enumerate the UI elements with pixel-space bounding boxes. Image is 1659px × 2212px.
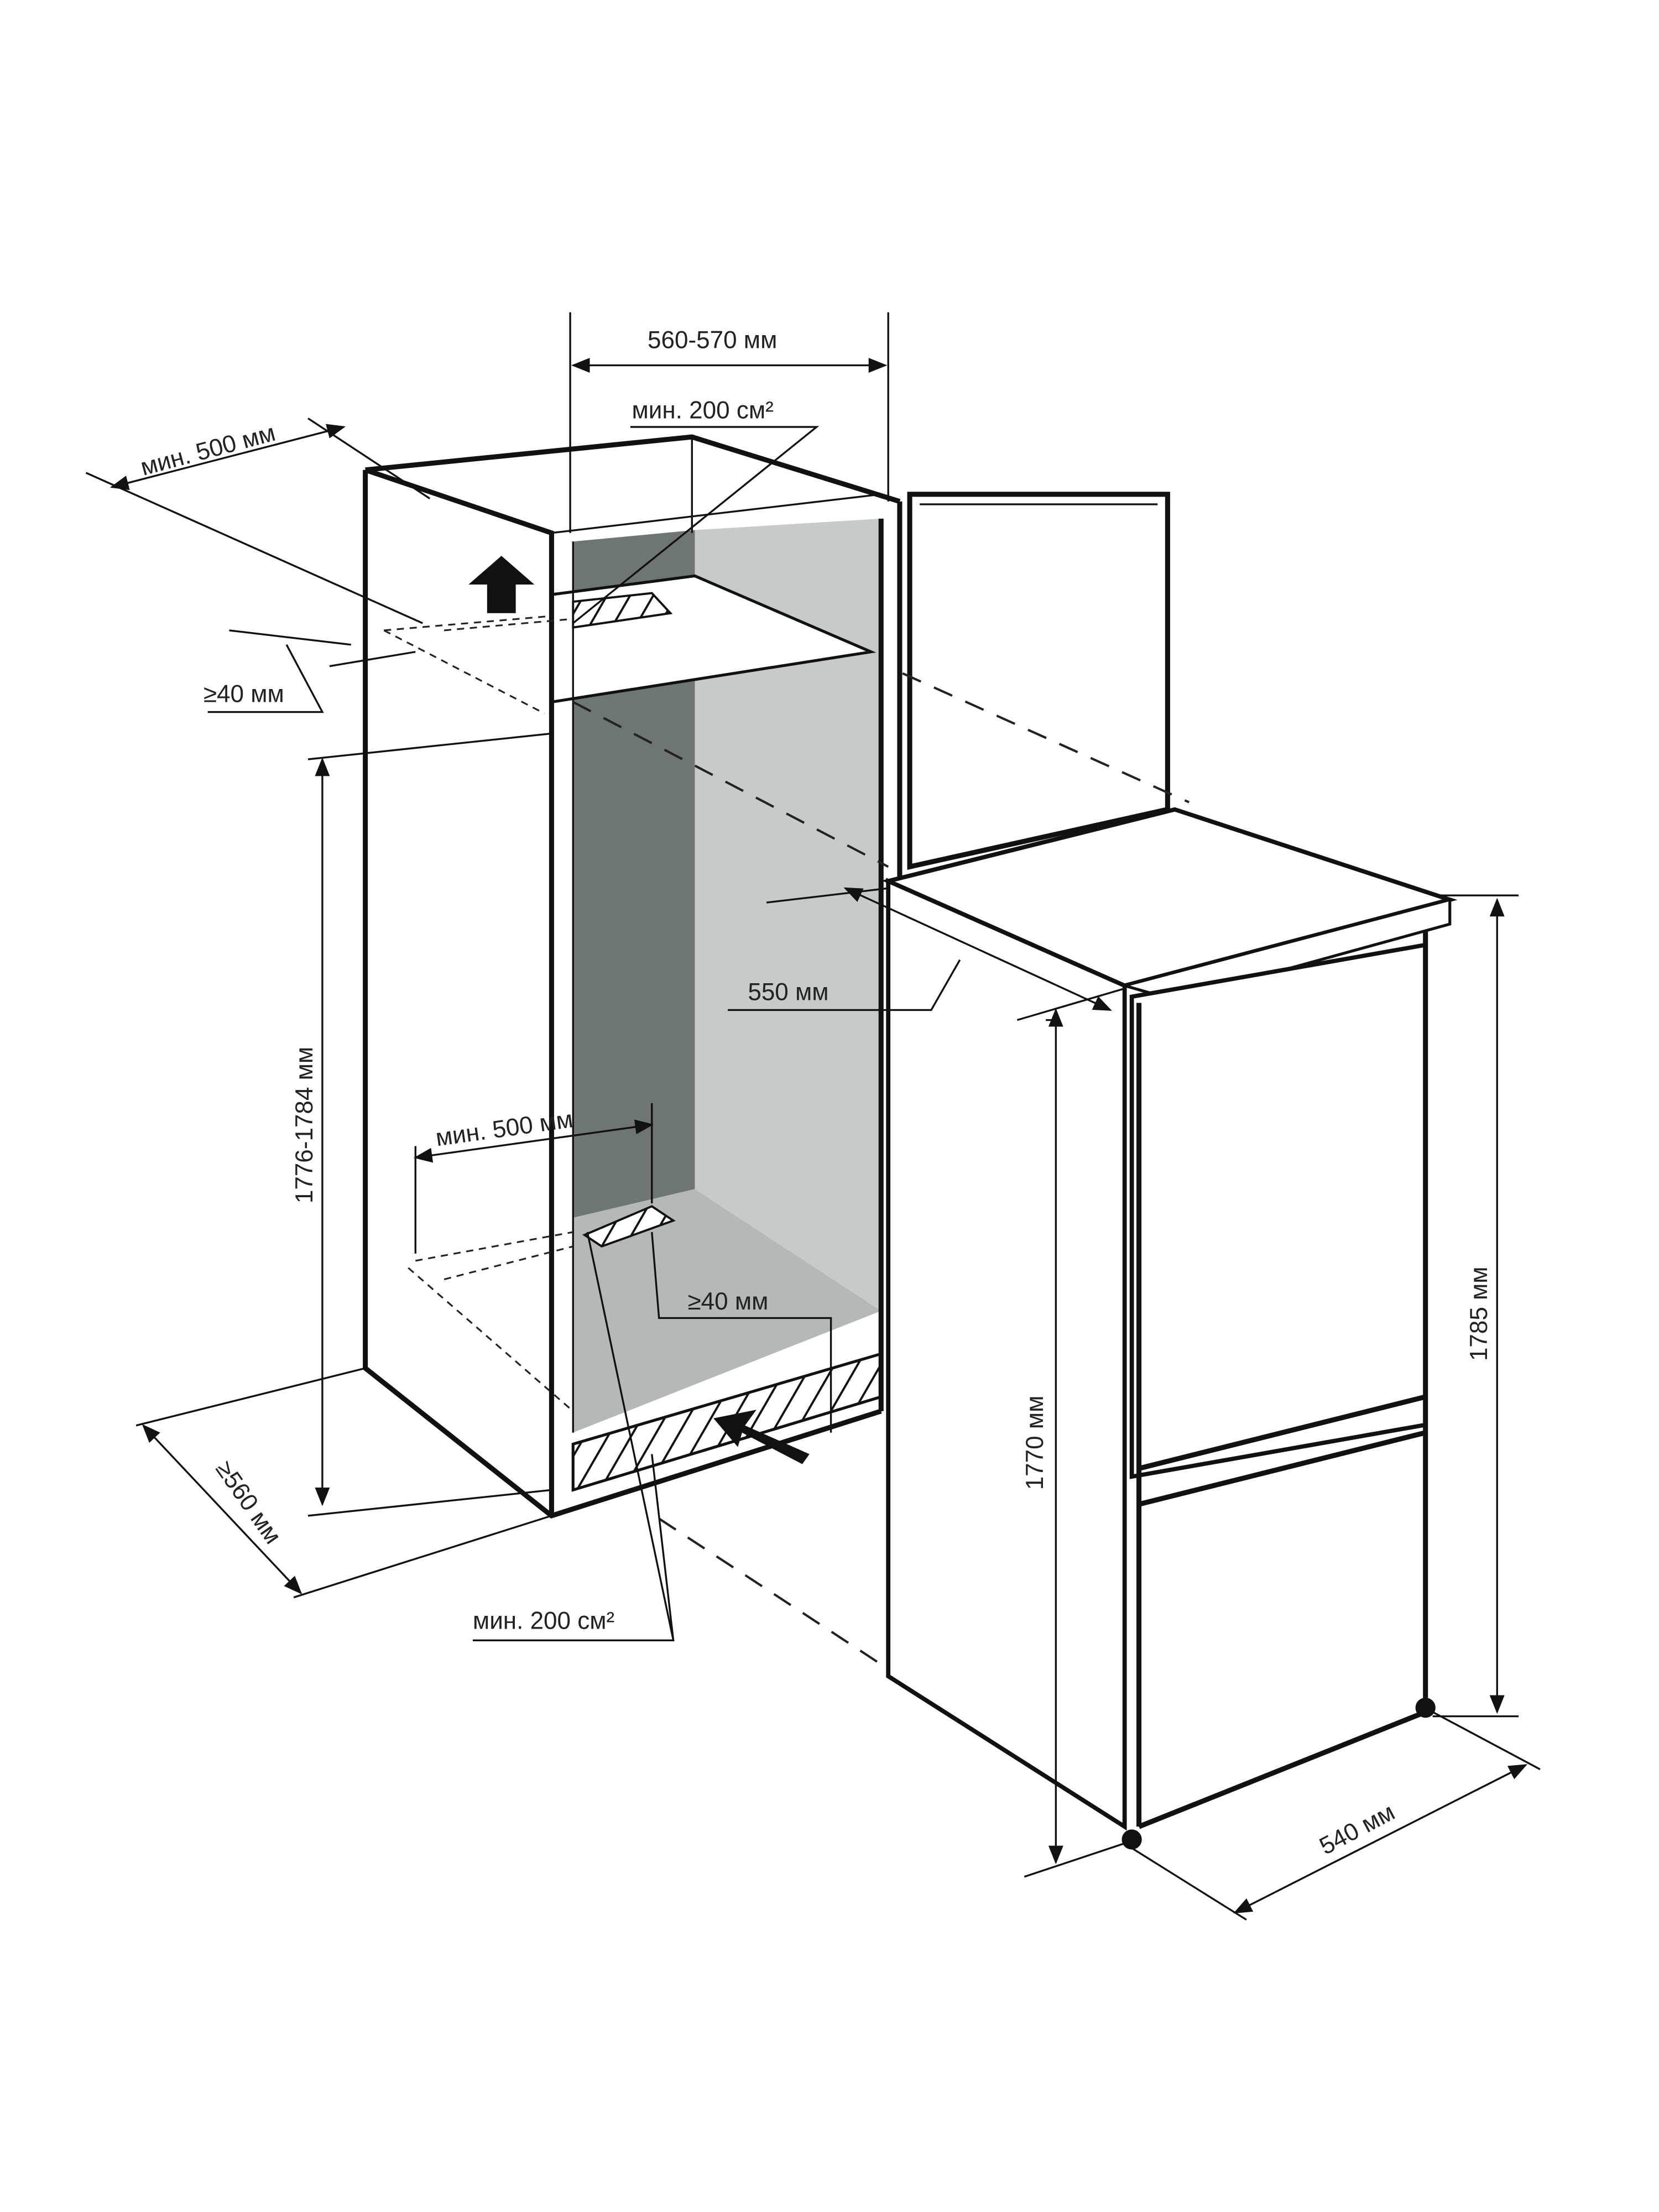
label-door-depth: 550 мм — [748, 978, 828, 1005]
fridge-door-open — [907, 492, 1170, 870]
bottom-floor-vent — [582, 1205, 676, 1248]
label-top-gap: ≥40 мм — [204, 680, 284, 707]
fridge-unit — [881, 807, 1458, 1850]
label-niche-depth: ≥560 мм — [210, 1456, 286, 1549]
dimension-lines — [85, 312, 1541, 1921]
label-top-depth: мин. 500 мм — [138, 419, 278, 481]
inner-floor — [573, 1189, 881, 1433]
inner-side-wall — [695, 518, 881, 1311]
inner-back-wall — [573, 530, 695, 1218]
label-bottom-gap: ≥40 мм — [688, 1288, 769, 1315]
fridge-foot — [1415, 1697, 1436, 1718]
airflow-in-arrow — [713, 1410, 810, 1464]
fridge-foot — [1121, 1829, 1142, 1850]
label-bottom-vent-area: мин. 200 см² — [473, 1608, 614, 1635]
label-niche-height: 1776-1784 мм — [291, 1047, 318, 1203]
airflow-up-arrow — [468, 556, 535, 613]
fridge-upper-door — [1129, 942, 1428, 1479]
label-top-vent-area: мин. 200 см² — [632, 397, 773, 424]
cabinet-niche — [363, 434, 902, 1519]
label-niche-width: 560-570 мм — [648, 327, 777, 354]
label-fridge-body-height: 1770 мм — [1021, 1396, 1048, 1490]
label-fridge-total-height: 1785 мм — [1465, 1266, 1493, 1361]
